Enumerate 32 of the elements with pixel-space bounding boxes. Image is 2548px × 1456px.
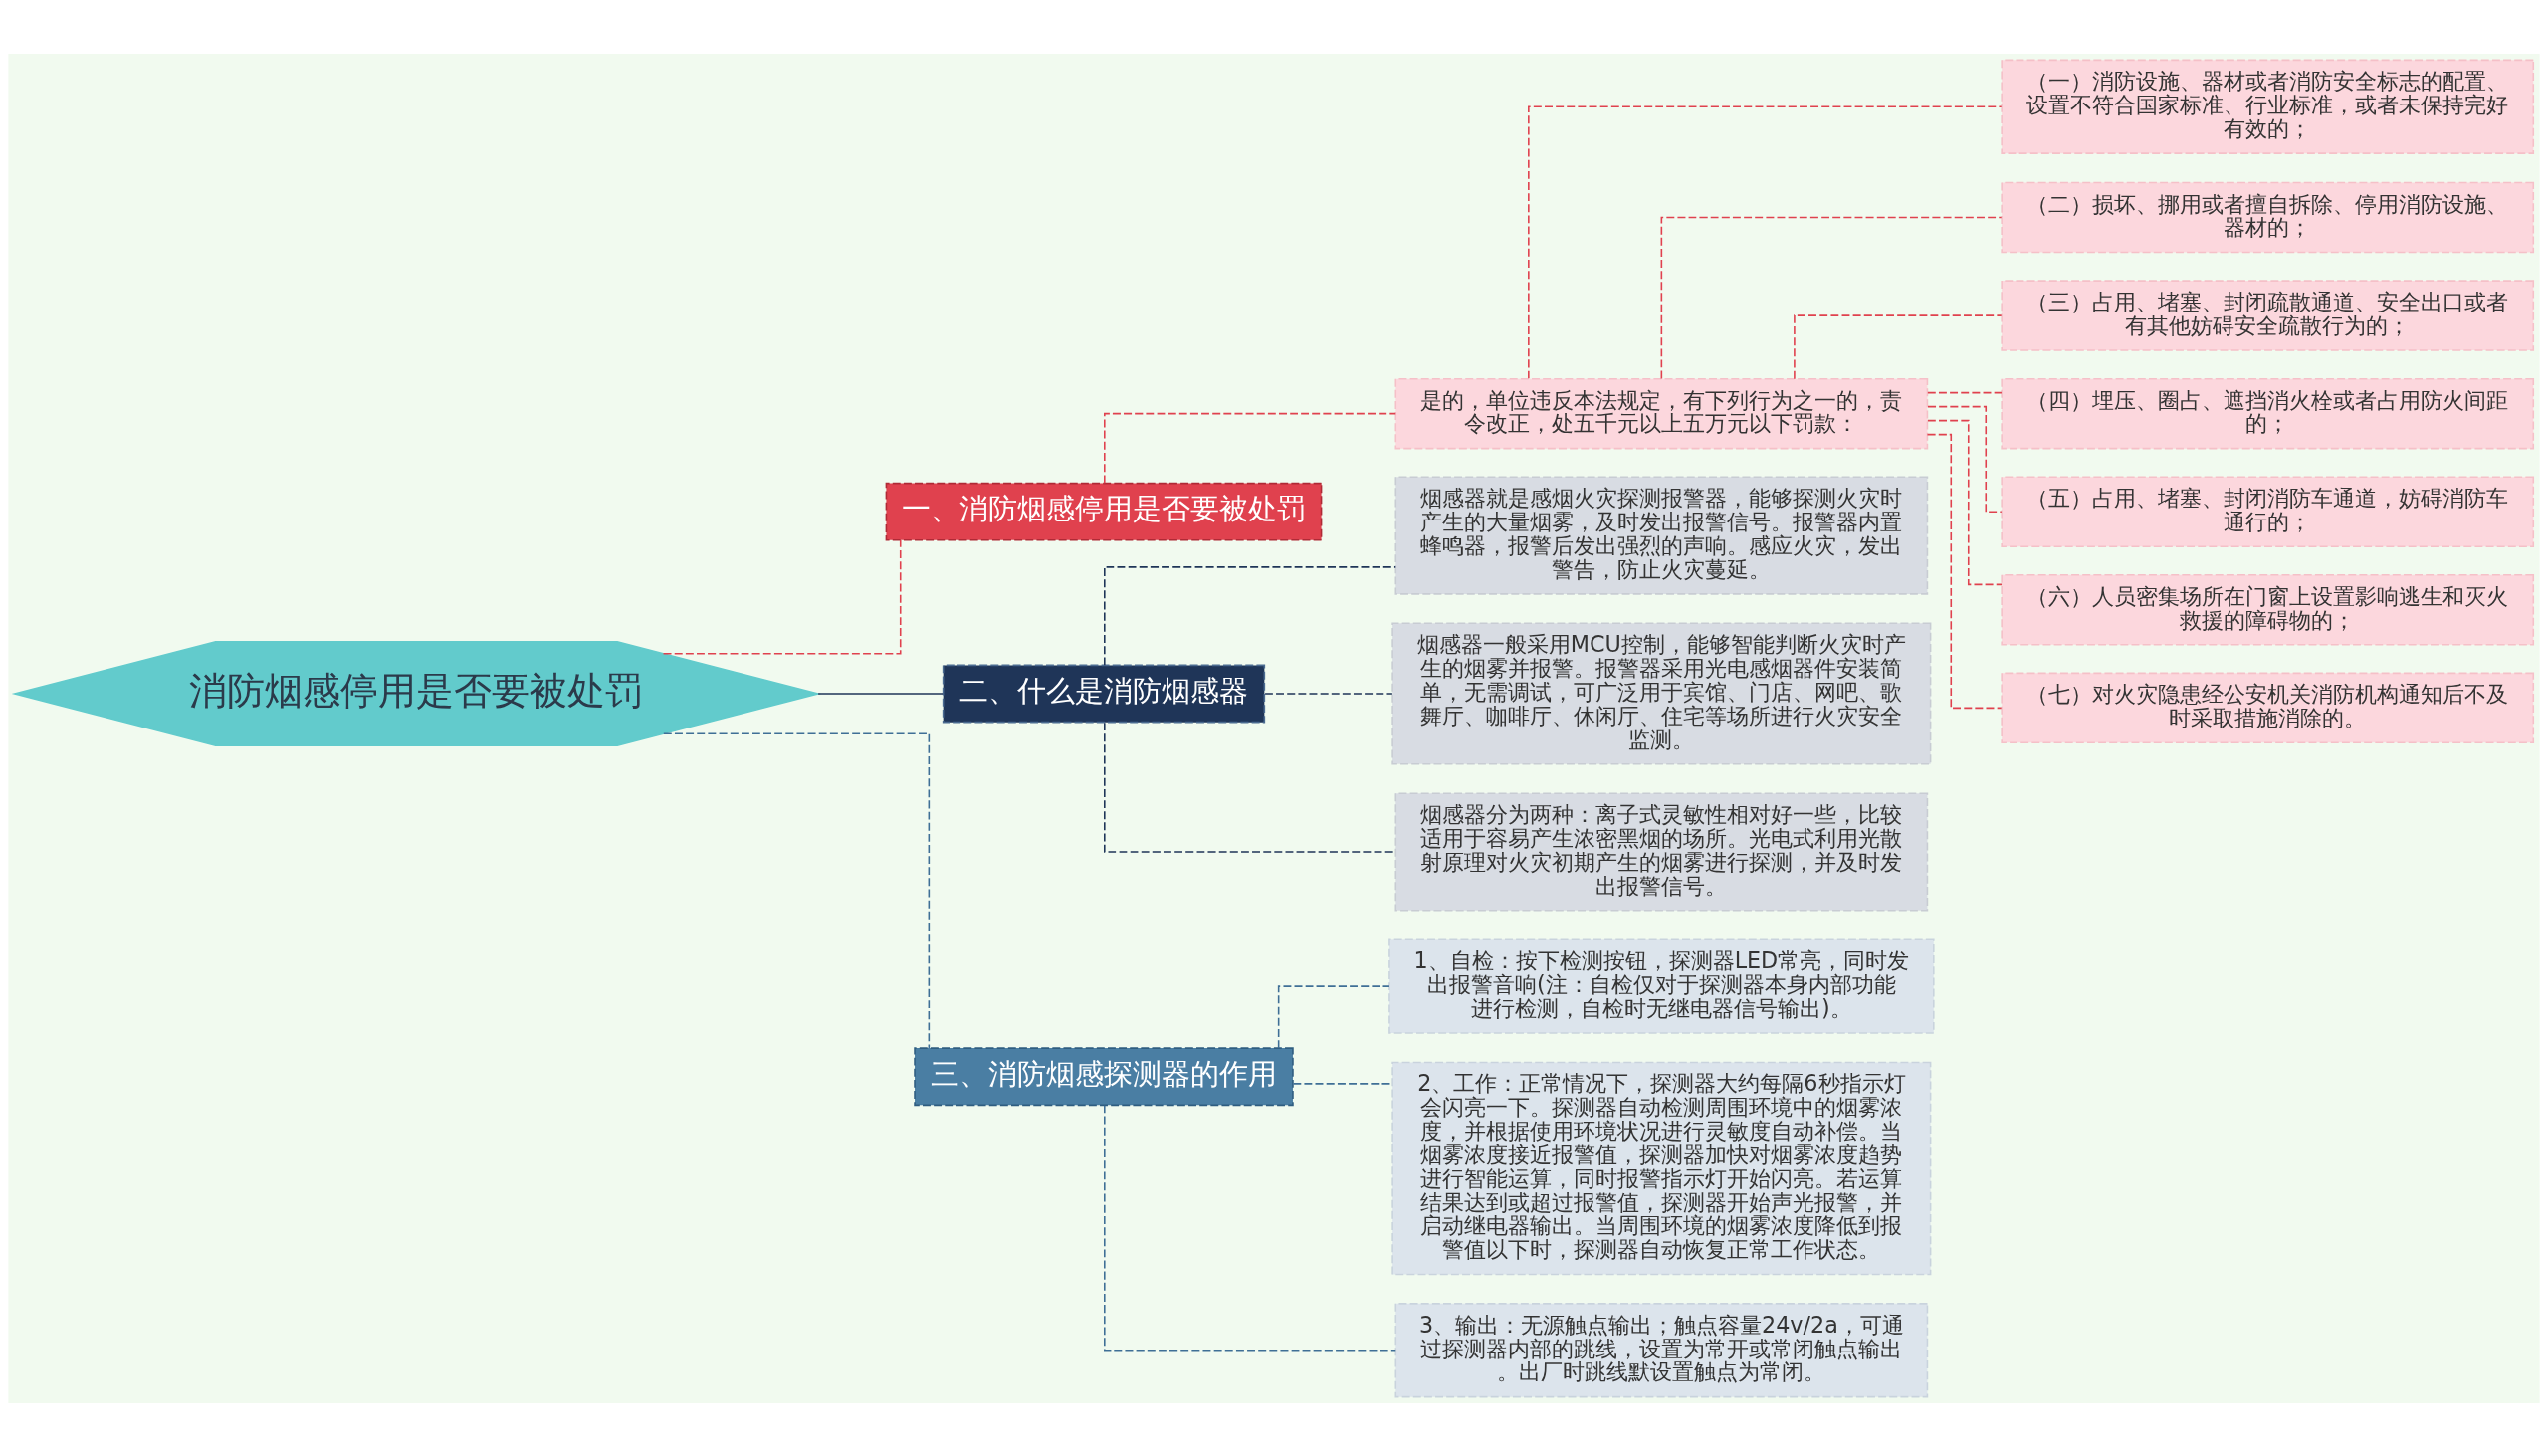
connector [663,732,931,1049]
connector [1104,565,1397,666]
node-box: （三）占用、堵塞、封闭疏散通道、安全出口或者有其他妨碍安全疏散行为的； [2001,279,2535,351]
connector [1264,692,1393,695]
connector [1927,391,2003,393]
node-box: 一、消防烟感停用是否要被处罚 [885,482,1323,541]
node-box: 三、消防烟感探测器的作用 [914,1046,1294,1106]
node-box: 烟感器分为两种：离子式灵敏性相对好一些，比较适用于容易产生浓密黑烟的场所。光电式利用光散射原理对火灾初期产生的烟雾进行探测，并及时发出报警信号。 [1394,791,1929,912]
node-box: （六）人员密集场所在门窗上设置影响逃生和灭火救援的障碍物的； [2001,573,2535,646]
node-box: 是的，单位违反本法规定，有下列行为之一的，责令改正，处五千元以上五万元以下罚款： [1394,377,1929,449]
node-box: 二、什么是消防烟感器 [942,664,1266,723]
node-box: 2、工作：正常情况下，探测器大约每隔6秒指示灯会闪亮一下。探测器自动检测周围环境中的烟雾浓度，并根据使用环境状况进行灵敏度自动补偿。当烟雾浓度接近报警值，探测器加快对烟雾浓度趋势进行智能运算，同时报警指示灯开始闪亮。若运算结果达到或超过报警值，探测器开始声光报警，并启动继电器输出。当周围环境的烟雾浓度降低到报警值以下时，探测器自动恢复正常工作状态。 [1391,1061,1932,1275]
node-box: （五）占用、堵塞、封闭消防车通道，妨碍消防车通行的； [2001,475,2535,547]
connector [1104,1104,1397,1352]
connector [1926,433,2003,709]
connector [817,692,944,695]
node-box: （七）对火灾隐患经公安机关消防机构通知后不及时采取措施消除的。 [2001,672,2535,743]
connector [1927,419,2003,585]
connector [1927,405,2003,513]
connector [1660,216,2003,379]
connector [1104,412,1397,484]
node-box: （四）埋压、圈占、遮挡消火栓或者占用防火间距的； [2001,377,2535,449]
node-box: （二）损坏、挪用或者擅自拆除、停用消防设施、器材的； [2001,181,2535,253]
node-box: 3、输出：无源触点输出；触点容量24v/2a，可通过探测器内部的跳线，设置为常开或常闭触点输出。出厂时跳线默设置触点为常闭。 [1394,1302,1929,1397]
connector [1528,104,2003,379]
connector [1794,313,2003,379]
node-box: 烟感器就是感烟火灾探测报警器，能够探测火灾时产生的大量烟雾，及时发出报警信号。报警器内置蜂鸣器，报警后发出强烈的声响。感应火灾，发出警告，防止火灾蔓延。 [1394,475,1929,595]
connector [662,538,902,655]
node-box: （一）消防设施、器材或者消防安全标志的配置、设置不符合国家标准、行业标准，或者未保持完好有效的； [2001,59,2535,154]
connector [1277,984,1390,1049]
node-box: 1、自检：按下检测按钮，探测器LED常亮，同时发出报警音响(注：自检仅对于探测器本身内部功能进行检测，自检时无继电器信号输出)。 [1388,937,1935,1034]
node-box: 烟感器一般采用MCU控制，能够智能判断火灾时产生的烟雾并报警。报警器采用光电感烟器件安装简单，无需调试，可广泛用于宾馆、门店、网吧、歌舞厅、咖啡厅、休闲厅、住宅等场所进行火灾安全监测。 [1391,622,1932,765]
